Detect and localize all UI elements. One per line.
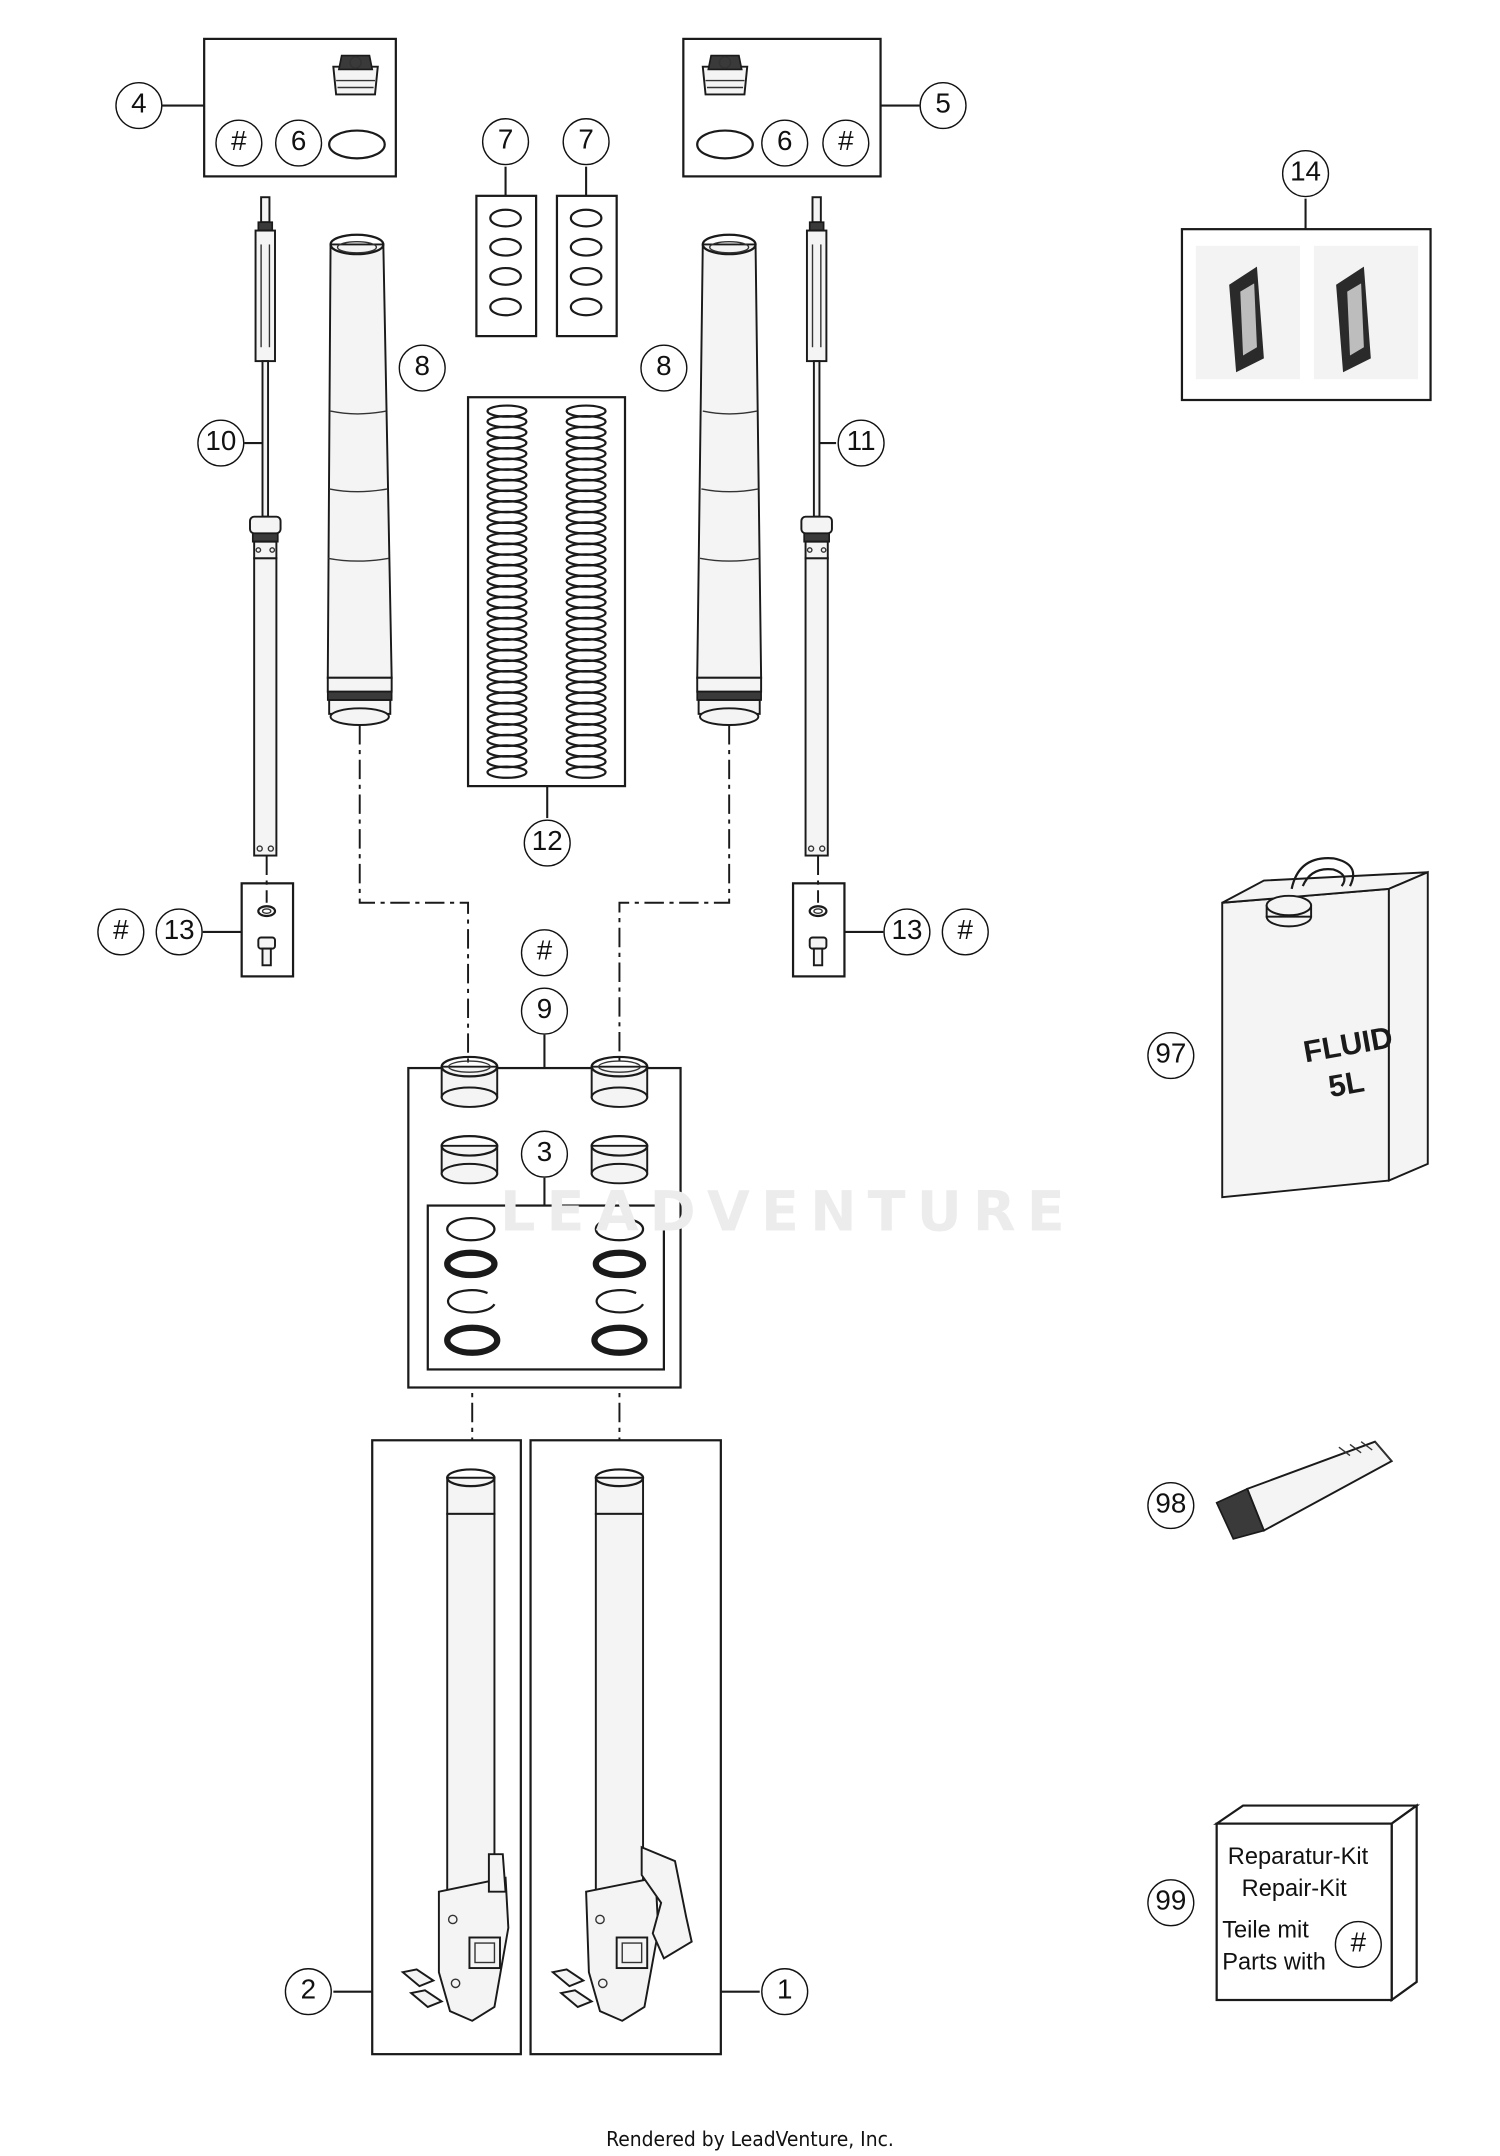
- callout-2[interactable]: 2: [284, 1968, 332, 2016]
- shim-set-left: [475, 194, 538, 338]
- damper-cartridge-right: [800, 196, 833, 857]
- callout-12[interactable]: 12: [523, 819, 571, 867]
- callout-13-left-hash[interactable]: #: [97, 908, 145, 956]
- callout-4-hash[interactable]: #: [215, 119, 263, 167]
- spring-coil: [486, 765, 528, 779]
- repair-kit-line4: Parts with: [1222, 1948, 1326, 1976]
- grease-tube: [1215, 1440, 1394, 1540]
- fork-springs: [466, 396, 627, 788]
- shim-set-right: [555, 194, 618, 338]
- outer-tube-left: [326, 233, 393, 726]
- callout-5-hash[interactable]: #: [822, 119, 870, 167]
- callout-13-left[interactable]: 13: [155, 908, 203, 956]
- callout-4[interactable]: 4: [115, 81, 163, 130]
- repair-kit-line2: Repair-Kit: [1241, 1875, 1347, 1902]
- fluid-label-line2: 5L: [1326, 1064, 1367, 1104]
- callout-5-6[interactable]: 6: [761, 119, 809, 167]
- repair-kit-line3: Teile mit: [1222, 1916, 1309, 1944]
- footer-credit: Rendered by LeadVenture, Inc.: [606, 2126, 894, 2152]
- callout-7-right[interactable]: 7: [562, 118, 610, 166]
- damper-cartridge-left: [249, 196, 282, 857]
- callout-10[interactable]: 10: [197, 419, 245, 467]
- callout-8-left[interactable]: 8: [398, 344, 446, 392]
- repair-kit-box: [1213, 1803, 1421, 2003]
- callout-9[interactable]: 9: [520, 987, 569, 1035]
- outer-tube-right: [696, 233, 763, 726]
- callout-5[interactable]: 5: [919, 81, 967, 130]
- callout-7-left[interactable]: 7: [481, 118, 530, 166]
- fork-leg-right: [529, 1439, 722, 2056]
- fork-leg-left: [371, 1439, 522, 2056]
- callout-11[interactable]: 11: [837, 419, 885, 467]
- callout-97[interactable]: 97: [1147, 1031, 1195, 1080]
- callout-9-hash[interactable]: #: [520, 929, 569, 977]
- callout-4-6[interactable]: 6: [275, 119, 323, 167]
- callout-8-right[interactable]: 8: [640, 344, 688, 392]
- spring-coil: [565, 765, 607, 779]
- callout-1[interactable]: 1: [761, 1968, 809, 2016]
- callout-98[interactable]: 98: [1147, 1481, 1195, 1530]
- callout-3[interactable]: 3: [520, 1130, 569, 1178]
- fork-fluid-can: FLUID 5L: [1221, 857, 1429, 1199]
- callout-13-right-hash[interactable]: #: [941, 908, 989, 956]
- bushing-seal-kit: [407, 1034, 682, 1389]
- callout-99[interactable]: 99: [1147, 1879, 1195, 1927]
- decal-set: [1180, 228, 1432, 402]
- leadventure-watermark: LEADVENTURE: [500, 1180, 1076, 1245]
- repair-kit-hash[interactable]: #: [1334, 1920, 1382, 1969]
- callout-13-right[interactable]: 13: [883, 908, 931, 956]
- repair-kit-line1: Reparatur-Kit: [1227, 1843, 1369, 1870]
- callout-14[interactable]: 14: [1281, 150, 1330, 198]
